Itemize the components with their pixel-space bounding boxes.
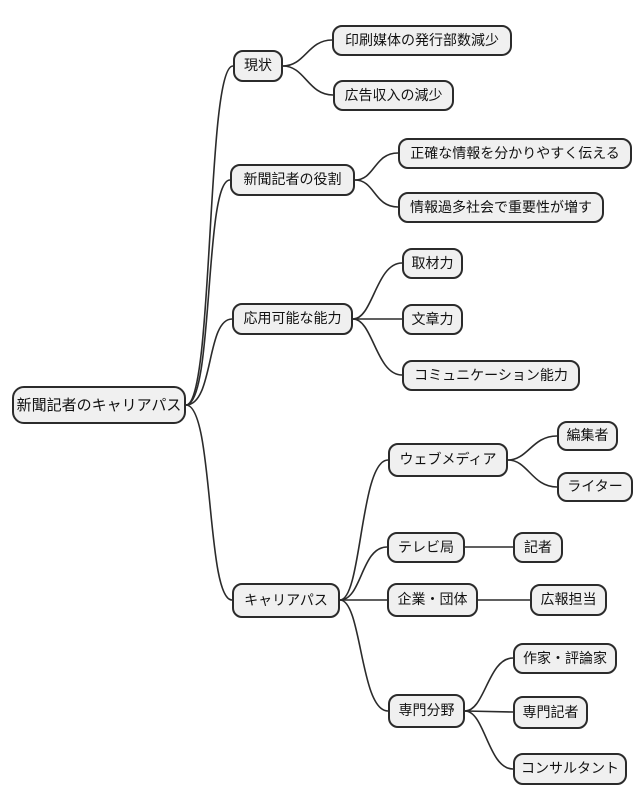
edge-skills-reporting bbox=[352, 262, 403, 320]
edge-root-transferable-skills bbox=[185, 318, 233, 406]
node-info-overload[interactable]: 情報過多社会で重要性が増す bbox=[398, 192, 604, 223]
node-specialist-reporter[interactable]: 専門記者 bbox=[513, 696, 588, 729]
node-web-media[interactable]: ウェブメディア bbox=[388, 443, 508, 477]
edge-career-web-media bbox=[339, 459, 389, 601]
edge-web-writer bbox=[507, 459, 558, 488]
node-writing-skill[interactable]: 文章力 bbox=[402, 304, 463, 335]
node-company-org[interactable]: 企業・団体 bbox=[387, 583, 478, 617]
node-specialized-field[interactable]: 専門分野 bbox=[388, 694, 465, 728]
node-tv-station[interactable]: テレビ局 bbox=[387, 532, 465, 563]
edge-current-state-ads bbox=[282, 65, 334, 96]
edge-root-reporter-role bbox=[185, 179, 231, 406]
edge-specialized-reporter bbox=[464, 710, 514, 713]
edge-role-accurate-info bbox=[354, 152, 399, 181]
edge-current-state-print bbox=[282, 39, 333, 67]
edge-skills-communication bbox=[352, 318, 403, 376]
node-consultant[interactable]: コンサルタント bbox=[513, 753, 627, 785]
node-reporting-skill[interactable]: 取材力 bbox=[402, 248, 463, 279]
edge-web-editor bbox=[507, 435, 558, 461]
edge-root-career-path bbox=[185, 404, 233, 601]
edge-specialized-consultant bbox=[464, 710, 514, 770]
node-communication-skill[interactable]: コミュニケーション能力 bbox=[402, 360, 580, 391]
node-reporter-role[interactable]: 新聞記者の役割 bbox=[230, 164, 355, 196]
edge-career-specialized bbox=[339, 599, 389, 712]
node-author-critic[interactable]: 作家・評論家 bbox=[513, 643, 617, 674]
node-tv-reporter[interactable]: 記者 bbox=[513, 532, 563, 563]
node-pr-staff[interactable]: 広報担当 bbox=[530, 584, 607, 616]
node-accurate-info[interactable]: 正確な情報を分かりやすく伝える bbox=[398, 138, 632, 169]
node-career-path[interactable]: キャリアパス bbox=[232, 583, 340, 618]
node-print-circulation-decline[interactable]: 印刷媒体の発行部数減少 bbox=[332, 25, 512, 56]
node-writer[interactable]: ライター bbox=[557, 472, 633, 502]
edge-specialized-author bbox=[464, 657, 514, 712]
edge-root-current-state bbox=[185, 65, 234, 406]
node-current-state[interactable]: 現状 bbox=[233, 50, 283, 82]
edge-role-info-overload bbox=[354, 179, 399, 208]
edge-career-tv bbox=[339, 546, 388, 601]
node-transferable-skills[interactable]: 応用可能な能力 bbox=[232, 303, 353, 335]
node-ad-revenue-decline[interactable]: 広告収入の減少 bbox=[333, 80, 454, 111]
node-root-career-path[interactable]: 新聞記者のキャリアパス bbox=[12, 386, 186, 424]
node-editor[interactable]: 編集者 bbox=[557, 421, 618, 451]
